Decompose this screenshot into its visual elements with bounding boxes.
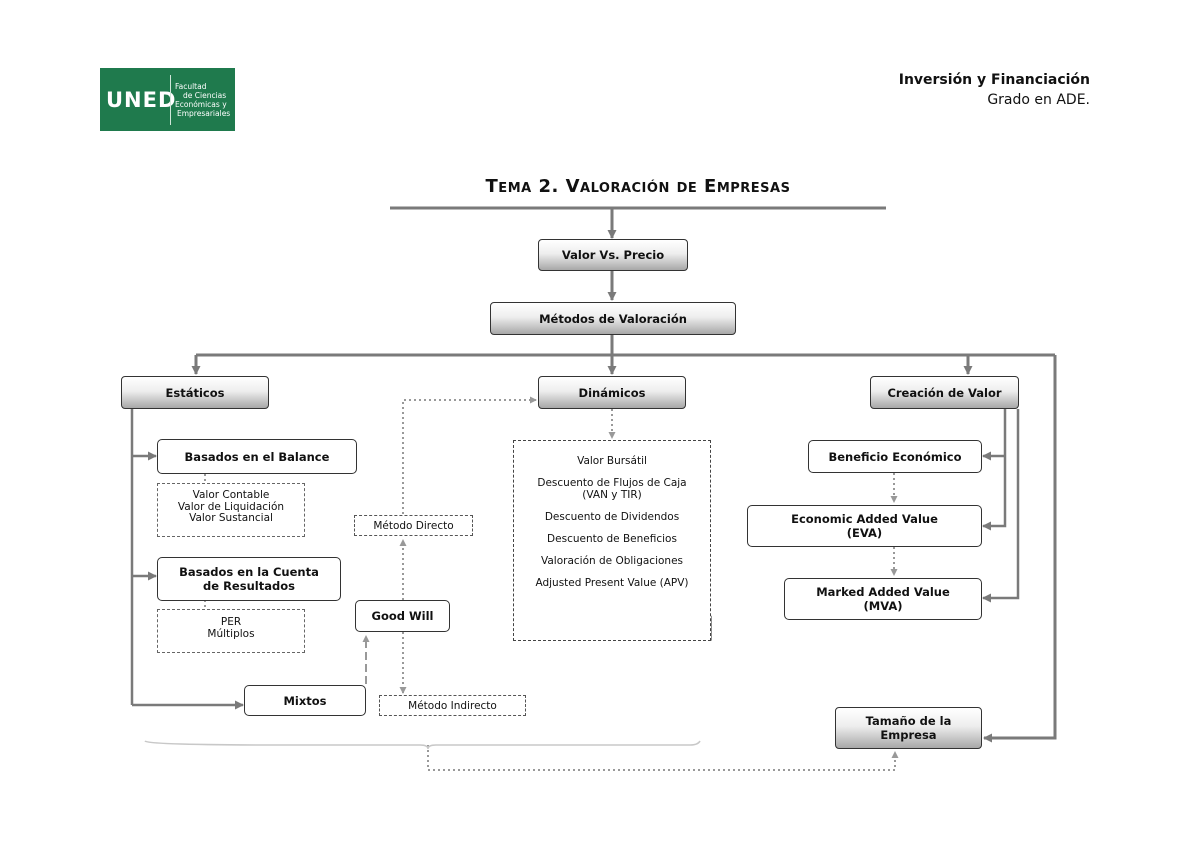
node-label: Beneficio Económico: [828, 449, 962, 464]
balance-method: Valor Sustancial: [189, 512, 273, 524]
dinamico-method: Descuento de Dividendos: [544, 511, 680, 523]
node-metodos-valoracion: Métodos de Valoración: [490, 302, 736, 335]
faculty-line: de Ciencias: [183, 90, 227, 100]
dinamico-method: Descuento de Beneficios: [547, 533, 677, 545]
node-marked-added-value: Marked Added Value (MVA): [784, 578, 982, 620]
node-valor-vs-precio: Valor Vs. Precio: [538, 239, 688, 271]
brace-to-tamano: [427, 745, 899, 771]
node-label: Marked Added Value (MVA): [816, 585, 950, 613]
node-label: Tamaño de la Empresa: [865, 714, 952, 742]
balance-method: Valor de Liquidación: [177, 500, 285, 513]
cuenta-method: PER: [220, 616, 242, 628]
node-label: Valor Vs. Precio: [561, 248, 665, 262]
arrow-creacion-to-eva: [982, 409, 1007, 531]
balance-methods-note: Valor Contable Valor de Liquidación Valo…: [157, 483, 305, 537]
degree-name: Grado en ADE.: [987, 92, 1090, 108]
faculty-name: Facultad de Ciencias Económicas y Empres…: [175, 82, 230, 118]
bottom-brace: [144, 740, 701, 750]
node-label: Estáticos: [165, 385, 225, 400]
node-basados-balance: Basados en el Balance: [157, 439, 357, 474]
node-economic-added-value: Economic Added Value (EVA): [747, 505, 982, 547]
node-label: Creación de Valor: [887, 385, 1002, 400]
dinamico-method: Descuento de Flujos de Caja (VAN y TIR): [537, 477, 687, 501]
dinamico-method: Valor Bursátil: [577, 455, 647, 467]
arrow-to-tamano: [983, 355, 1057, 743]
node-creacion-valor: Creación de Valor: [870, 376, 1019, 409]
node-estaticos: Estáticos: [121, 376, 269, 409]
node-metodo-directo: Método Directo: [354, 515, 473, 536]
page-title: Tema 2. Valoración de Empresas: [485, 176, 791, 197]
dinamico-method: Valoración de Obligaciones: [540, 555, 684, 567]
uned-logo-mark: UNED: [106, 87, 177, 112]
cuenta-methods-note: PER Múltiplos: [157, 609, 305, 653]
node-metodo-indirecto: Método Indirecto: [379, 695, 526, 716]
uned-logo: UNED Facultad de Ciencias Económicas y E…: [100, 68, 235, 131]
node-basados-cuenta-resultados: Basados en la Cuenta de Resultados: [157, 557, 341, 601]
node-label: Economic Added Value (EVA): [791, 512, 938, 540]
node-beneficio-economico: Beneficio Económico: [808, 440, 982, 473]
course-info: Inversión y Financiación Grado en ADE.: [899, 70, 1090, 110]
node-mixtos: Mixtos: [244, 685, 366, 716]
node-label: Dinámicos: [578, 385, 646, 400]
node-label: Métodos de Valoración: [539, 311, 687, 326]
node-label: Good Will: [371, 609, 434, 623]
faculty-line: Facultad: [175, 81, 207, 91]
subject-name: Inversión y Financiación: [898, 72, 1090, 88]
logo-divider: [170, 74, 171, 125]
node-good-will: Good Will: [355, 600, 450, 632]
cuenta-method: Múltiplos: [207, 627, 255, 640]
node-label: Basados en el Balance: [184, 449, 330, 464]
balance-method: Valor Contable: [192, 489, 270, 501]
dinamicos-methods-list: Valor Bursátil Descuento de Flujos de Ca…: [513, 440, 711, 641]
node-label: Mixtos: [283, 693, 327, 708]
arrow-creacion-to-mva: [982, 409, 1020, 603]
node-label: Método Directo: [373, 519, 454, 532]
node-dinamicos: Dinámicos: [538, 376, 686, 409]
node-label: Basados en la Cuenta de Resultados: [179, 565, 319, 593]
node-tamano-empresa: Tamaño de la Empresa: [835, 707, 982, 749]
dinamico-method: Adjusted Present Value (APV): [535, 577, 689, 589]
node-label: Método Indirecto: [408, 699, 497, 712]
faculty-line: Económicas y: [175, 99, 227, 109]
faculty-line: Empresariales: [177, 108, 231, 118]
